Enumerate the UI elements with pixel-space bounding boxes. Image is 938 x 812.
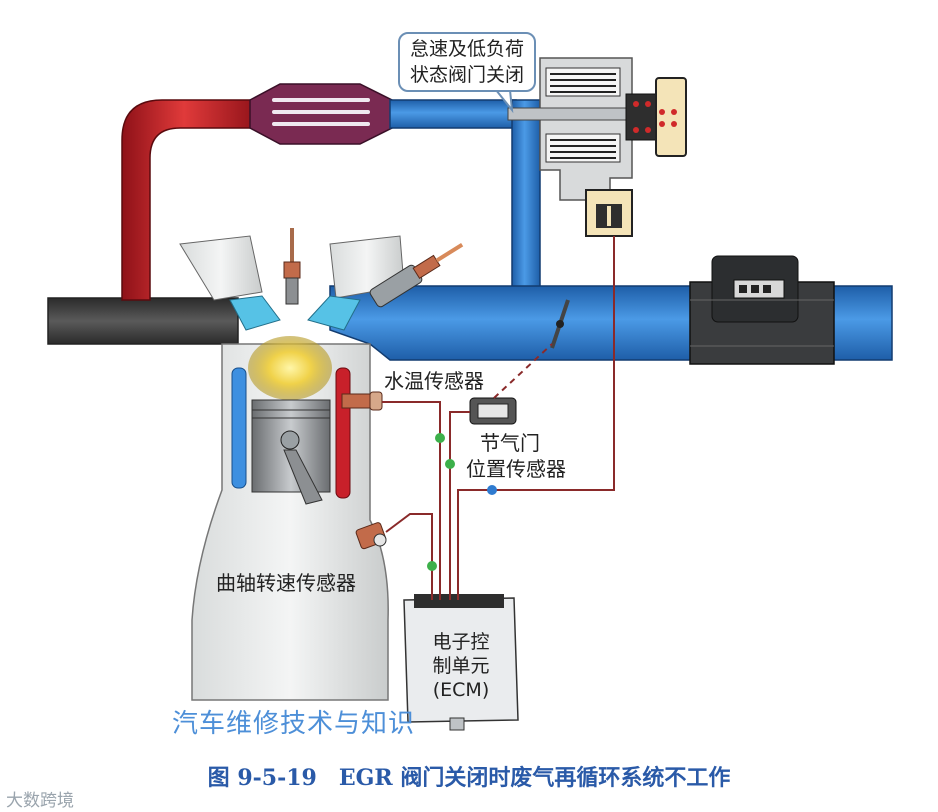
ecm-label-line-1: 电子控 <box>432 631 490 653</box>
figure-caption: 图 9-5-19 EGR 阀门关闭时废气再循环系统不工作 <box>207 765 731 791</box>
exhaust-manifold <box>47 297 239 345</box>
wiring <box>382 236 615 600</box>
throttle-position-sensor <box>469 397 517 425</box>
coolant-jacket-left <box>231 367 247 489</box>
combustion-flame <box>248 336 332 400</box>
fuel-injector <box>369 242 464 308</box>
ecm-label: 电子控 制单元 (ECM) <box>412 630 510 702</box>
air-flow-meter <box>689 255 835 365</box>
site-logo: 大数跨境 <box>6 791 74 811</box>
watermark-text: 汽车维修技术与知识 <box>172 709 416 739</box>
throttle-link <box>493 343 553 399</box>
egr-valve-callout: 怠速及低负荷 状态阀门关闭 <box>398 32 536 92</box>
ecm-label-line-2: 制单元 <box>432 655 490 677</box>
ecm-label-line-3: (ECM) <box>432 679 490 701</box>
coolant-sensor-label: 水温传感器 <box>384 369 484 393</box>
spark-plug <box>283 228 301 305</box>
ecm-unit <box>403 594 519 731</box>
crankshaft-speed-sensor <box>355 522 387 550</box>
coolant-jacket-right <box>335 367 351 499</box>
coolant-temp-sensor <box>341 391 383 411</box>
egr-cooled-pipe <box>389 99 517 129</box>
throttle-sensor-label-1: 节气门 <box>480 431 540 455</box>
callout-line-1: 怠速及低负荷 <box>409 38 524 60</box>
egr-return-pipe <box>511 99 541 291</box>
throttle-sensor-label-2: 位置传感器 <box>466 457 566 481</box>
egr-valve <box>507 57 687 237</box>
callout-line-2: 状态阀门关闭 <box>409 64 524 86</box>
cooler-fins <box>272 98 370 126</box>
wire-junctions <box>427 433 497 571</box>
piston <box>251 399 331 505</box>
crank-sensor-label: 曲轴转速传感器 <box>216 571 356 595</box>
